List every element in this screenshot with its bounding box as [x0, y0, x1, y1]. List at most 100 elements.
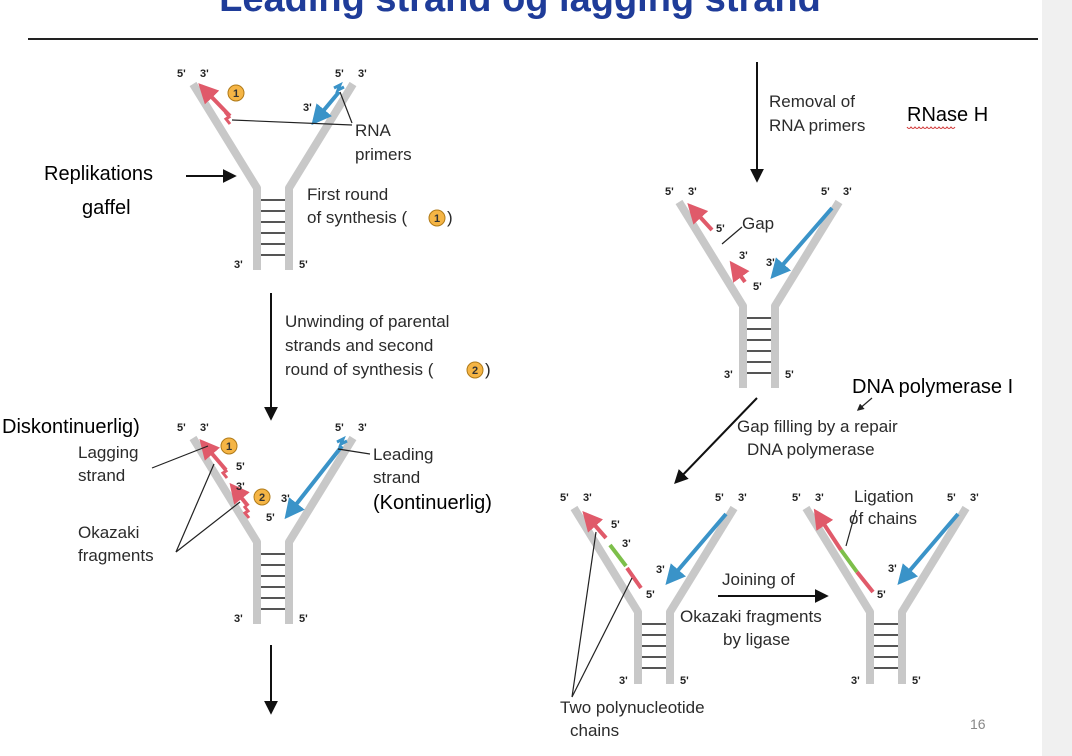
fork-rungs: [642, 623, 666, 669]
fork-template: [570, 505, 738, 684]
unwinding-label: strands and second: [285, 336, 433, 355]
end-label: 3': [303, 102, 312, 114]
lagging-strand-red: [813, 508, 843, 552]
end-label: 5': [715, 492, 724, 504]
panel-fork-filled: 5' 3' 5' 3' 5' 3' 3' 5' 3' 5' Two polynu…: [560, 492, 747, 740]
rna-primer-icon: [220, 465, 229, 479]
end-label: 3': [739, 250, 748, 262]
leading-first-fragment: [311, 90, 341, 126]
end-label: 3': [236, 481, 245, 493]
lagging-strand-label: strand: [78, 466, 125, 485]
end-label: 3': [234, 259, 243, 271]
end-label: 5': [785, 369, 794, 381]
step-badge-1: [428, 209, 446, 227]
okazaki-fragment-2: [229, 482, 250, 508]
unwinding-label: round of synthesis (: [285, 360, 434, 379]
end-label: 3': [622, 538, 631, 550]
rna-primers-label: primers: [355, 145, 412, 164]
okazaki-pointer-line: [175, 501, 241, 553]
leading-strand-arrow: [665, 512, 728, 586]
repair-segment: [839, 548, 859, 574]
end-label: 3': [200, 422, 209, 434]
end-label: 5': [646, 589, 655, 601]
end-label: 3': [766, 257, 775, 269]
fork-template: [189, 435, 357, 624]
two-chains-label: chains: [570, 721, 619, 740]
joining-label: by ligase: [723, 630, 790, 649]
enzyme-pointer-arrow: [856, 397, 873, 411]
fork-template: [675, 199, 843, 388]
step-badge-number: 1: [434, 213, 440, 225]
end-label: 5': [665, 186, 674, 198]
end-label: 5': [335, 68, 344, 80]
end-label: 3': [888, 563, 897, 575]
step-badge-number: 2: [472, 365, 478, 377]
end-label: 3': [583, 492, 592, 504]
end-label: 5': [177, 68, 186, 80]
end-label: 5': [821, 186, 830, 198]
joining-label: Joining of: [722, 570, 795, 589]
rnase-h-label: RNase H: [907, 104, 988, 126]
okazaki-pointer-line: [175, 463, 215, 553]
ligation-label: Ligation: [854, 487, 914, 506]
end-label: 5': [877, 589, 886, 601]
leading-strand-label: strand: [373, 468, 420, 487]
rna-primer-icon: [242, 505, 251, 519]
step-badge-2: [466, 361, 484, 379]
end-label: 3': [688, 186, 697, 198]
step-badge-number: 2: [259, 492, 265, 504]
title-divider: [28, 38, 1038, 40]
end-label: 5': [560, 492, 569, 504]
panel-fork-gap: 5' 3' 5' 3' 5' 3' 3' 5' 3' 5' Gap: [665, 186, 852, 388]
fork-label: Replikations: [44, 163, 153, 185]
removal-label: Removal of: [769, 92, 855, 111]
leading-strand-label: Leading: [373, 445, 434, 464]
okazaki-fragments-label: Okazaki: [78, 523, 139, 542]
panel-fork-first-round: 1 5' 3' 5' 3' 3' 3' 5' RNA primers Repli…: [44, 68, 453, 271]
end-label: 3': [851, 675, 860, 687]
panel-fork-ligated: 5' 3' 5' 3' 3' 5' 3' 5' Ligation of chai…: [792, 487, 979, 687]
lagging-strand-label: Lagging: [78, 443, 139, 462]
end-label: 3': [281, 493, 290, 505]
end-label: 5': [299, 613, 308, 625]
end-label: 3': [656, 564, 665, 576]
okazaki-fragment-1: [582, 510, 608, 540]
slide-title: Leading strand og lagging strand: [0, 0, 1040, 21]
gap-label: Gap: [742, 214, 774, 233]
okazaki-fragment-2: [625, 566, 643, 590]
joining-label: Okazaki fragments: [680, 607, 822, 626]
leading-strand-arrow: [897, 512, 960, 586]
lagging-strand-red: [855, 570, 875, 594]
rna-primers-label: RNA: [355, 121, 392, 140]
ligation-pointer-line: [845, 509, 857, 547]
end-label: 3': [724, 369, 733, 381]
fork-template: [802, 505, 970, 684]
step-badge-1: [220, 437, 238, 455]
replication-diagram: 1 5' 3' 5' 3' 3' 3' 5' RNA primers Repli…: [2, 62, 1013, 740]
first-round-label: First round: [307, 185, 388, 204]
end-label: 3': [234, 613, 243, 625]
fork-rungs: [261, 553, 285, 610]
gap-filling-label: Gap filling by a repair: [737, 417, 898, 436]
end-label: 5': [947, 492, 956, 504]
chains-pointer-line: [571, 577, 633, 698]
end-label: 5': [716, 223, 725, 235]
discontinuous-label: Diskontinuerlig): [2, 416, 140, 438]
fork-rungs: [747, 317, 771, 374]
primer-pointer-line: [339, 91, 353, 124]
rna-primer-lagging-icon: [223, 111, 232, 125]
primer-pointer-line: [231, 119, 353, 126]
leading-strand-arrow: [284, 444, 344, 520]
panel-fork-second-round: 1 2 5' 3' 5' 3' 5' 3' 3' 5' 3' 5' Diskon…: [2, 416, 492, 625]
leading-strand-arrow: [770, 206, 834, 280]
two-chains-label: Two polynucleotide: [560, 698, 705, 717]
fork-label: gaffel: [82, 197, 131, 219]
end-label: 3': [815, 492, 824, 504]
removal-label: RNA primers: [769, 116, 865, 135]
gap-pointer-line: [721, 226, 743, 245]
chains-pointer-line: [571, 531, 597, 698]
step-badge-number: 1: [233, 88, 239, 100]
end-label: 5': [792, 492, 801, 504]
repair-segment: [608, 543, 628, 568]
end-label: 5': [753, 281, 762, 293]
